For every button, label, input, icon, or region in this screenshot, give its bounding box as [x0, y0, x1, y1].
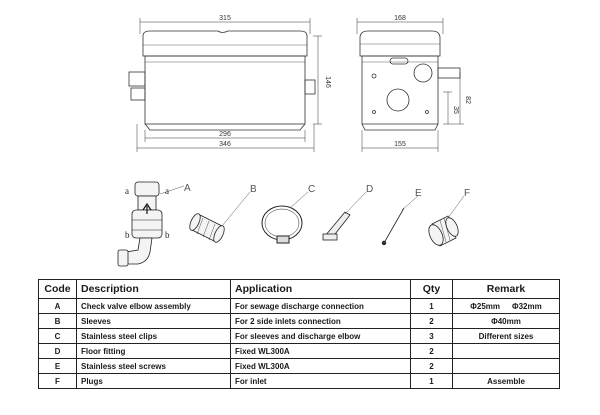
cell-code: A [38, 298, 77, 314]
cell-application: For 2 side inlets connection [230, 313, 411, 329]
sub-label-b-left: b [125, 230, 130, 240]
cell-application: Fixed WL300A [230, 343, 411, 359]
dim-side-outlet-low: 35 [452, 106, 459, 114]
cell-qty: 2 [410, 313, 453, 329]
part-label-c: C [308, 184, 315, 195]
cell-application: For inlet [230, 373, 411, 389]
dim-side-base: 155 [394, 141, 406, 148]
part-e-screw-drawing [381, 207, 405, 246]
dim-front-width: 315 [219, 15, 231, 22]
cell-remark: Φ40mm [452, 313, 560, 329]
parts-table: Code Description Application Qty Remark … [38, 279, 560, 389]
cell-qty: 1 [410, 298, 453, 314]
dim-side-outlet-high: 82 [464, 96, 471, 104]
front-view [128, 18, 322, 152]
cell-code: E [38, 358, 77, 374]
cell-qty: 2 [410, 343, 453, 359]
cell-remark: Assemble [452, 373, 560, 389]
table-row: A Check valve elbow assembly For sewage … [38, 298, 560, 314]
col-header-code: Code [38, 279, 77, 299]
dim-front-base-inner: 296 [219, 131, 231, 138]
cell-description: Stainless steel clips [76, 328, 231, 344]
part-label-d: D [366, 184, 373, 195]
cell-remark: Different sizes [452, 328, 560, 344]
side-view [356, 18, 464, 152]
col-header-description: Description [76, 279, 231, 299]
table-row: E Stainless steel screws Fixed WL300A 2 [38, 358, 560, 374]
col-header-remark: Remark [452, 279, 560, 299]
part-d-floor-fitting-drawing [322, 211, 351, 241]
sub-label-a-left: a [125, 186, 129, 196]
part-label-f: F [464, 188, 470, 199]
cell-code: F [38, 373, 77, 389]
cell-description: Check valve elbow assembly [76, 298, 231, 314]
cell-qty: 2 [410, 358, 453, 374]
table-row: F Plugs For inlet 1 Assemble [38, 373, 560, 389]
table-row: D Floor fitting Fixed WL300A 2 [38, 343, 560, 359]
remark-value-1: Φ25mm [470, 301, 500, 311]
remark-value-2: Φ32mm [512, 301, 542, 311]
sub-label-b-right: b [165, 230, 170, 240]
cell-remark [452, 358, 560, 374]
cell-application: For sewage discharge connection [230, 298, 411, 314]
table-row: C Stainless steel clips For sleeves and … [38, 328, 560, 344]
part-b-sleeve-drawing [189, 213, 225, 243]
dim-side-width: 168 [394, 15, 406, 22]
part-c-clip-drawing [261, 205, 303, 244]
cell-description: Sleeves [76, 313, 231, 329]
part-f-plug-drawing [428, 215, 459, 247]
cell-remark [452, 343, 560, 359]
cell-code: C [38, 328, 77, 344]
col-header-application: Application [230, 279, 411, 299]
cell-code: B [38, 313, 77, 329]
part-label-a: A [184, 183, 191, 194]
cell-qty: 1 [410, 373, 453, 389]
cell-application: For sleeves and discharge elbow [230, 328, 411, 344]
cell-description: Plugs [76, 373, 231, 389]
cell-description: Floor fitting [76, 343, 231, 359]
cell-description: Stainless steel screws [76, 358, 231, 374]
part-label-e: E [415, 188, 422, 199]
dim-front-base-outer: 346 [219, 141, 231, 148]
leader-lines [159, 185, 465, 227]
cell-qty: 3 [410, 328, 453, 344]
cell-application: Fixed WL300A [230, 358, 411, 374]
part-a-elbow-drawing [117, 181, 163, 267]
cell-remark: Φ25mm Φ32mm [452, 298, 560, 314]
table-header-row: Code Description Application Qty Remark [38, 279, 560, 299]
part-label-b: B [250, 184, 257, 195]
table-row: B Sleeves For 2 side inlets connection 2… [38, 313, 560, 329]
col-header-qty: Qty [410, 279, 453, 299]
cell-code: D [38, 343, 77, 359]
dim-front-height: 146 [324, 76, 331, 88]
sub-label-a-right: a [165, 186, 169, 196]
